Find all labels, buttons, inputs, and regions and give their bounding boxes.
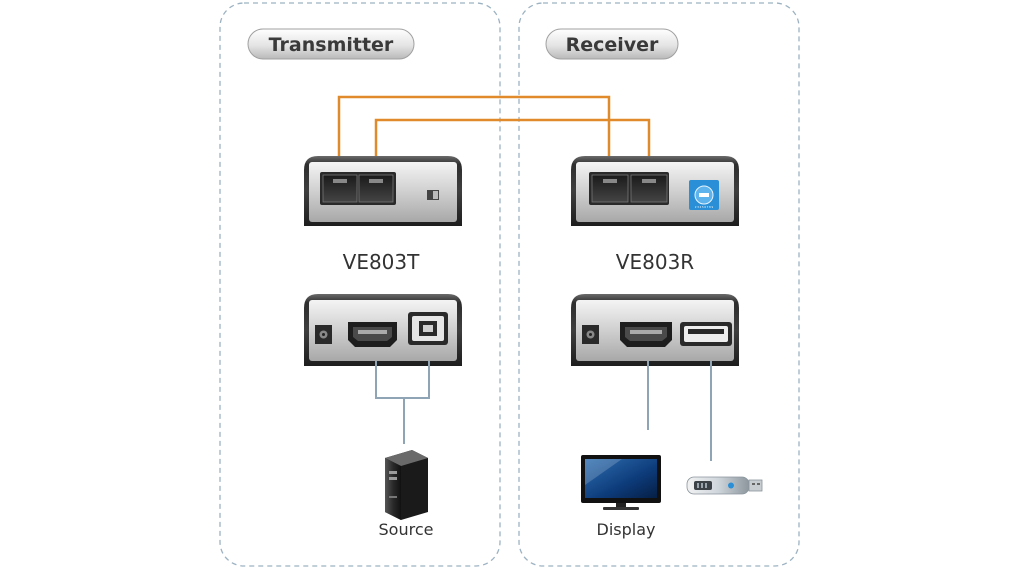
dial-numbers: 2 3 4 5 6 7 8 9	[695, 205, 714, 209]
usb-b-port-icon	[408, 312, 448, 345]
receiver-label-pill: Receiver	[545, 28, 679, 60]
receiver-rear-unit	[571, 294, 739, 366]
monitor-icon	[581, 455, 661, 510]
receiver-front-unit: 2 3 4 5 6 7 8 9	[571, 156, 739, 226]
transmitter-front-unit	[304, 156, 462, 226]
hdmi-to-source-line	[375, 361, 404, 399]
switch-icon	[427, 190, 439, 200]
hdmi-port-icon	[620, 322, 672, 347]
dc-jack-icon	[315, 325, 332, 344]
rj45-port-icon	[320, 172, 396, 205]
usb-a-port-icon	[680, 322, 732, 346]
dc-jack-icon	[582, 325, 599, 344]
pc-tower-icon	[385, 450, 428, 520]
receiver-model: VE803R	[616, 250, 694, 274]
source-label: Source	[379, 520, 434, 539]
usb-flash-drive-icon	[686, 476, 763, 495]
transmitter-model: VE803T	[343, 250, 420, 274]
transmitter-rear-unit	[304, 294, 462, 366]
cat-cable-1	[337, 95, 611, 162]
receiver-panel	[518, 2, 800, 567]
rotary-dial-icon: 2 3 4 5 6 7 8 9	[689, 180, 719, 210]
cat-cable-2	[374, 118, 651, 162]
display-label: Display	[597, 520, 656, 539]
usb-to-source-line	[404, 361, 430, 399]
transmitter-label-pill: Transmitter	[247, 28, 415, 60]
transmitter-panel	[219, 2, 501, 567]
transmitter-label: Transmitter	[269, 34, 394, 56]
hdmi-port-icon	[348, 322, 397, 347]
receiver-label: Receiver	[566, 34, 659, 56]
rj45-port-icon	[589, 172, 669, 205]
